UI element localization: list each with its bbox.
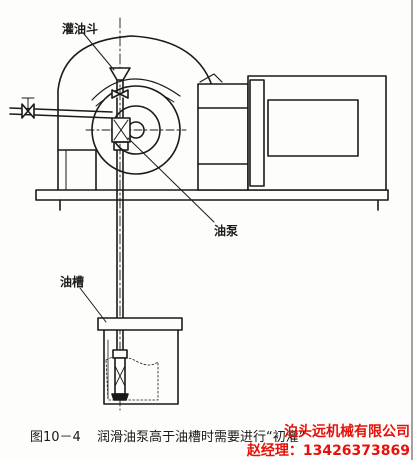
oil-tank-label: 油槽 [60, 275, 85, 289]
discharge-pipe [9, 97, 113, 119]
figure-caption-text: 润滑油泵高于油槽时需要进行“初灌” [96, 430, 306, 445]
oil-funnel [109, 67, 131, 119]
bearing-block [197, 83, 249, 191]
pump-leader-line [127, 137, 215, 223]
oil-tank [97, 317, 183, 405]
watermark-company: 泊头远机械有限公司 [284, 424, 410, 440]
foot-valve [111, 349, 129, 401]
oil-funnel-label: 灌油斗 [62, 22, 99, 36]
figure-caption: 图10－4 润滑油泵高于油槽时需要进行“初灌” [30, 426, 305, 445]
motor [247, 75, 387, 191]
machine-base [35, 189, 389, 211]
tank-leader-line [79, 287, 107, 323]
pump-wheel [85, 85, 187, 175]
oil-pump-body [111, 117, 131, 151]
oil-pump-label: 油泵 [214, 224, 239, 238]
watermark-contact: 赵经理：13426373869 [246, 443, 410, 459]
figure-number: 图10－4 [30, 430, 81, 445]
funnel-leader-line [83, 33, 115, 71]
suction-pipe [116, 149, 124, 351]
